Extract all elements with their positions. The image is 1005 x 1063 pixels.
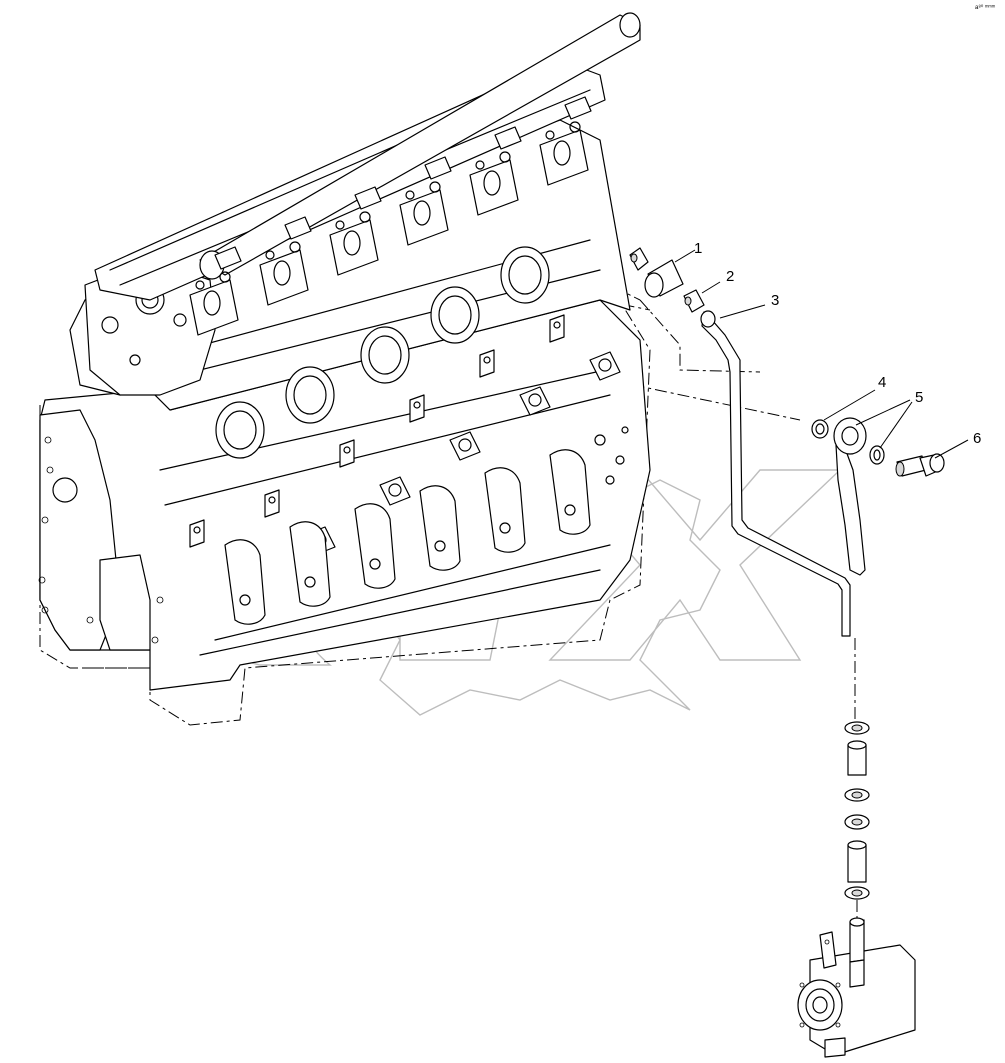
rib-1 <box>224 539 266 625</box>
rib-4 <box>419 485 461 571</box>
head-port-3 <box>329 186 382 276</box>
corner-code: a⁸⁰ ᵐᵐᵐ <box>975 4 996 11</box>
injector-lugs <box>189 314 621 586</box>
rib-5 <box>484 467 526 553</box>
head-port-2 <box>259 216 312 306</box>
callout-1: 1 <box>694 240 702 257</box>
pipe-assembly <box>629 247 945 1058</box>
rib-6 <box>549 449 591 535</box>
head-port-5 <box>469 126 522 216</box>
leader-lines <box>674 249 969 459</box>
rib-3 <box>354 503 396 589</box>
bore-1 <box>215 401 265 459</box>
engine-block <box>38 12 801 726</box>
lug-6 <box>549 314 621 381</box>
callout-labels: 1 2 3 4 5 6 <box>694 240 981 447</box>
cylinder-head-ports <box>189 96 592 336</box>
bore-3 <box>360 326 410 384</box>
head-port-4 <box>399 156 452 246</box>
block-ribs <box>224 449 591 625</box>
lug-5 <box>479 349 551 416</box>
crankcase-bores <box>215 246 550 459</box>
bore-4 <box>430 286 480 344</box>
bore-2 <box>285 366 335 424</box>
callout-6: 6 <box>973 430 981 447</box>
callout-2: 2 <box>726 268 734 285</box>
bore-5 <box>500 246 550 304</box>
callout-5: 5 <box>915 389 923 406</box>
callout-3: 3 <box>771 292 779 309</box>
callout-4: 4 <box>878 374 886 391</box>
lug-4 <box>409 394 481 461</box>
rib-2 <box>289 521 331 607</box>
head-port-6 <box>539 96 592 186</box>
lug-3 <box>339 439 411 506</box>
head-port-1 <box>189 246 242 336</box>
